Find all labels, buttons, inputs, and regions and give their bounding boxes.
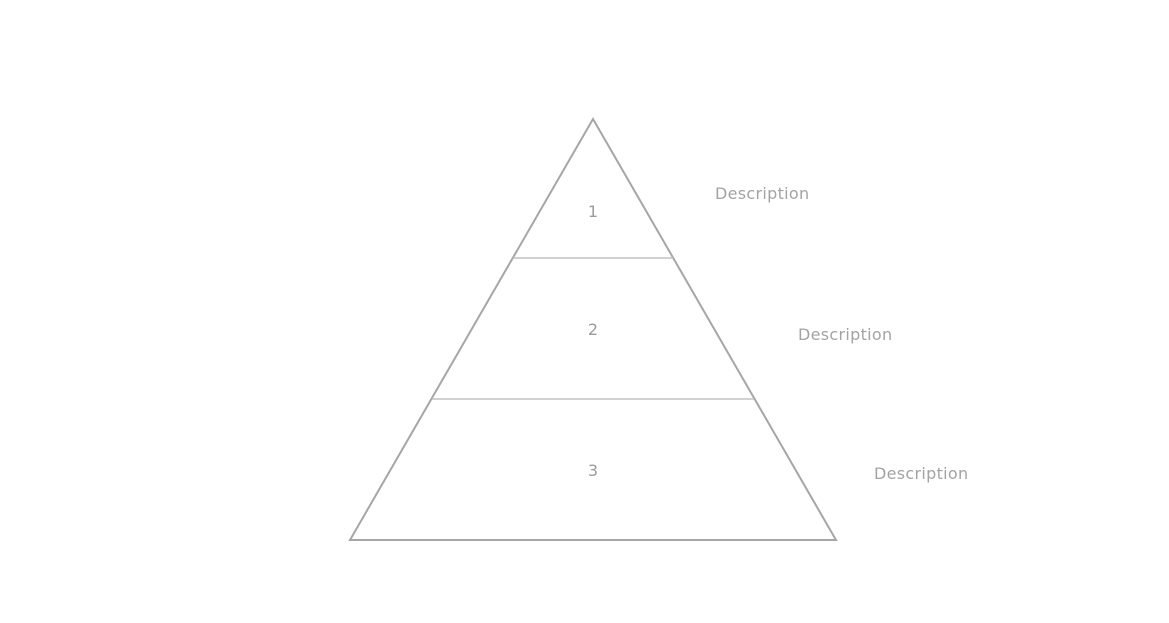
level-2-number: 2 <box>587 320 599 339</box>
level-1-number: 1 <box>587 202 599 221</box>
level-3-description: Description <box>874 464 969 483</box>
pyramid-outline <box>348 116 838 541</box>
level-3-number: 3 <box>587 461 599 480</box>
level-2-description: Description <box>798 325 893 344</box>
level-1-description: Description <box>715 184 810 203</box>
